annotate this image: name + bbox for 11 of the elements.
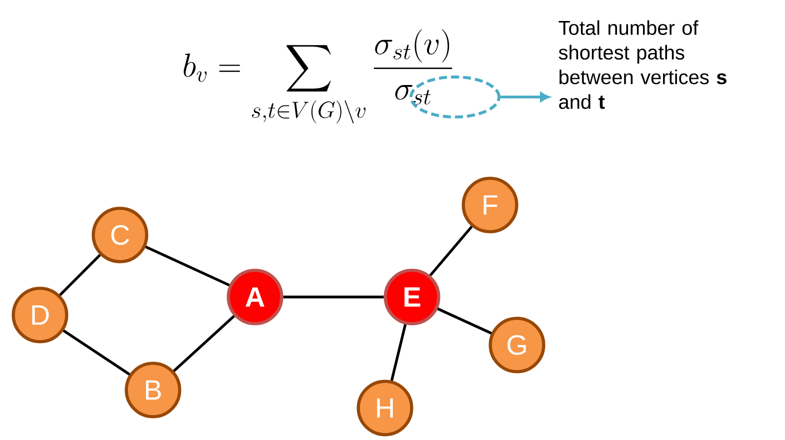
edge-line <box>173 315 236 372</box>
edge-line <box>62 330 130 376</box>
formula: $b_v = \sum_{s,t\in V(G)\setminus v} \frac{\sigma_{st}(v)}{\sigma_{st}}$ <box>184 29 452 124</box>
edge-line <box>145 246 230 286</box>
edge-line <box>283 296 384 298</box>
edge-line <box>59 254 101 296</box>
arrow <box>500 92 550 102</box>
edge-line <box>437 308 492 334</box>
edge-line <box>390 324 407 381</box>
edge-line <box>429 226 473 276</box>
note-text: Total number of shortest paths between vertices s and t <box>558 20 726 109</box>
